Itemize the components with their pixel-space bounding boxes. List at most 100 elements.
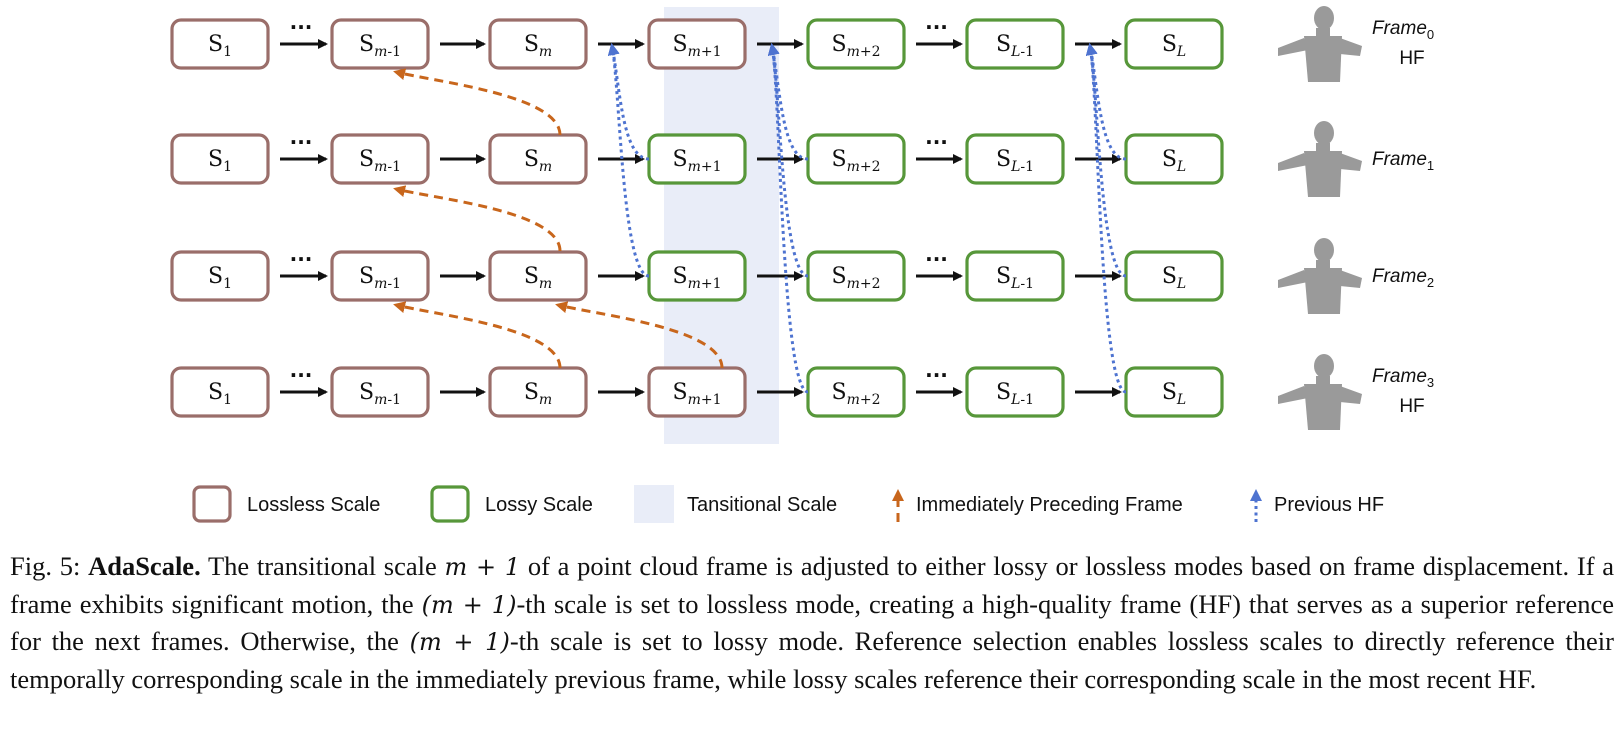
ellipsis: ···: [290, 15, 313, 39]
previous-hf-arrow: [1085, 43, 1127, 278]
scale-node: Sm+1: [647, 133, 747, 185]
lossy-scale-box: [965, 366, 1065, 418]
legend-transitional-swatch: [634, 485, 674, 523]
legend-transitional-label: Tansitional Scale: [687, 494, 837, 516]
point-cloud-frame-image: [1278, 238, 1362, 314]
scale-node: S1: [170, 133, 270, 185]
lossless-scale-box: [488, 250, 588, 302]
preceding-frame-arrow: [393, 301, 562, 369]
preceding-frame-arrow: [393, 185, 562, 252]
scale-node: Sm-1: [330, 18, 430, 70]
ellipsis: ···: [925, 247, 948, 271]
scale-node: Sm: [488, 250, 588, 302]
scale-label: Sm+1: [673, 32, 722, 60]
lossless-scale-box: [170, 250, 270, 302]
scale-node: Sm: [488, 133, 588, 185]
legend-previous-hf-label: Previous HF: [1274, 494, 1384, 516]
scale-node: Sm+1: [647, 366, 747, 418]
scale-node: Sm+2: [806, 18, 906, 70]
legend: Lossless Scale Lossy Scale Tansitional Sca…: [192, 485, 1384, 523]
ellipsis: ···: [925, 15, 948, 39]
scale-label: SL: [1162, 264, 1186, 292]
scale-label: Sm+2: [832, 147, 881, 175]
lossless-scale-box: [170, 133, 270, 185]
scale-node: SL-1: [965, 250, 1065, 302]
scale-label: Sm: [524, 32, 552, 60]
scale-node: Sm+2: [806, 250, 906, 302]
scale-label: S1: [208, 32, 232, 60]
legend-lossy-label: Lossy Scale: [485, 494, 593, 516]
scale-label: Sm: [524, 264, 552, 292]
previous-hf-arrow: [1085, 43, 1127, 394]
scale-label: SL-1: [996, 147, 1034, 175]
previous-hf-arrow: [767, 43, 809, 161]
scale-label: Sm: [524, 147, 552, 175]
scale-label: Sm+1: [673, 380, 722, 408]
scale-node: SL: [1124, 366, 1224, 418]
scale-node: Sm: [488, 366, 588, 418]
point-cloud-frame-image: [1278, 121, 1362, 197]
scale-label: Sm-1: [359, 264, 401, 292]
scale-node: SL: [1124, 133, 1224, 185]
hf-label: HF: [1399, 48, 1424, 69]
lossless-scale-box: [647, 18, 747, 70]
scale-node: SL-1: [965, 366, 1065, 418]
scale-label: Sm-1: [359, 147, 401, 175]
lossless-scale-box: [330, 250, 430, 302]
scale-node: SL: [1124, 18, 1224, 70]
legend-lossless-swatch: [192, 485, 232, 523]
ellipsis: ···: [925, 363, 948, 387]
scale-label: SL: [1162, 380, 1186, 408]
caption-body: The transitional scale m + 1 of a point …: [10, 551, 1614, 694]
lossless-scale-box: [488, 18, 588, 70]
scale-node: Sm-1: [330, 133, 430, 185]
previous-hf-arrow: [767, 43, 809, 394]
point-cloud-frame-image: [1278, 6, 1362, 82]
caption-label: Fig. 5:: [10, 551, 81, 581]
lossless-scale-box: [330, 18, 430, 70]
scale-label: Sm+2: [832, 264, 881, 292]
legend-lossy-swatch: [430, 485, 470, 523]
scale-node: Sm+2: [806, 366, 906, 418]
caption-text: -th scale is set to lossless mode, creat…: [10, 588, 1614, 657]
scale-node: Sm-1: [330, 250, 430, 302]
frame-label: Frame2: [1372, 266, 1434, 290]
scale-label: S1: [208, 147, 232, 175]
legend-lossless-label: Lossless Scale: [247, 494, 380, 516]
lossy-scale-box: [965, 18, 1065, 70]
hf-label: HF: [1399, 396, 1424, 417]
point-cloud-frame-image: [1278, 354, 1362, 430]
scale-arrows: ························: [280, 15, 1122, 397]
scale-label: Sm+2: [832, 380, 881, 408]
frame-label: Frame1: [1372, 149, 1434, 173]
lossy-scale-box: [965, 250, 1065, 302]
lossy-scale-box: [965, 133, 1065, 185]
frame-label: Frame3: [1372, 366, 1434, 390]
scale-node: Sm+1: [647, 250, 747, 302]
scale-label: Sm-1: [359, 380, 401, 408]
lossless-scale-box: [330, 366, 430, 418]
lossless-scale-box: [170, 366, 270, 418]
scale-label: S1: [208, 380, 232, 408]
scale-node: S1: [170, 366, 270, 418]
preceding-frame-arrow: [393, 68, 562, 136]
lossless-scale-box: [488, 133, 588, 185]
scale-label: Sm+2: [832, 32, 881, 60]
reference-arrows: [393, 43, 1127, 394]
scale-label: Sm: [524, 380, 552, 408]
lossy-scale-box: [1124, 18, 1224, 70]
ellipsis: ···: [290, 247, 313, 271]
scale-node: Sm+2: [806, 133, 906, 185]
scale-node: Sm-1: [330, 366, 430, 418]
lossless-scale-box: [647, 366, 747, 418]
previous-hf-arrow: [1085, 43, 1127, 161]
scale-label: SL: [1162, 32, 1186, 60]
caption-text: -th scale is set to lossy mode. Referenc…: [10, 626, 1614, 694]
caption-math: (m + 1): [409, 628, 510, 656]
caption-text: of a point cloud frame is adjusted to ei…: [10, 551, 1615, 619]
scale-label: S1: [208, 264, 232, 292]
lossless-scale-box: [330, 133, 430, 185]
